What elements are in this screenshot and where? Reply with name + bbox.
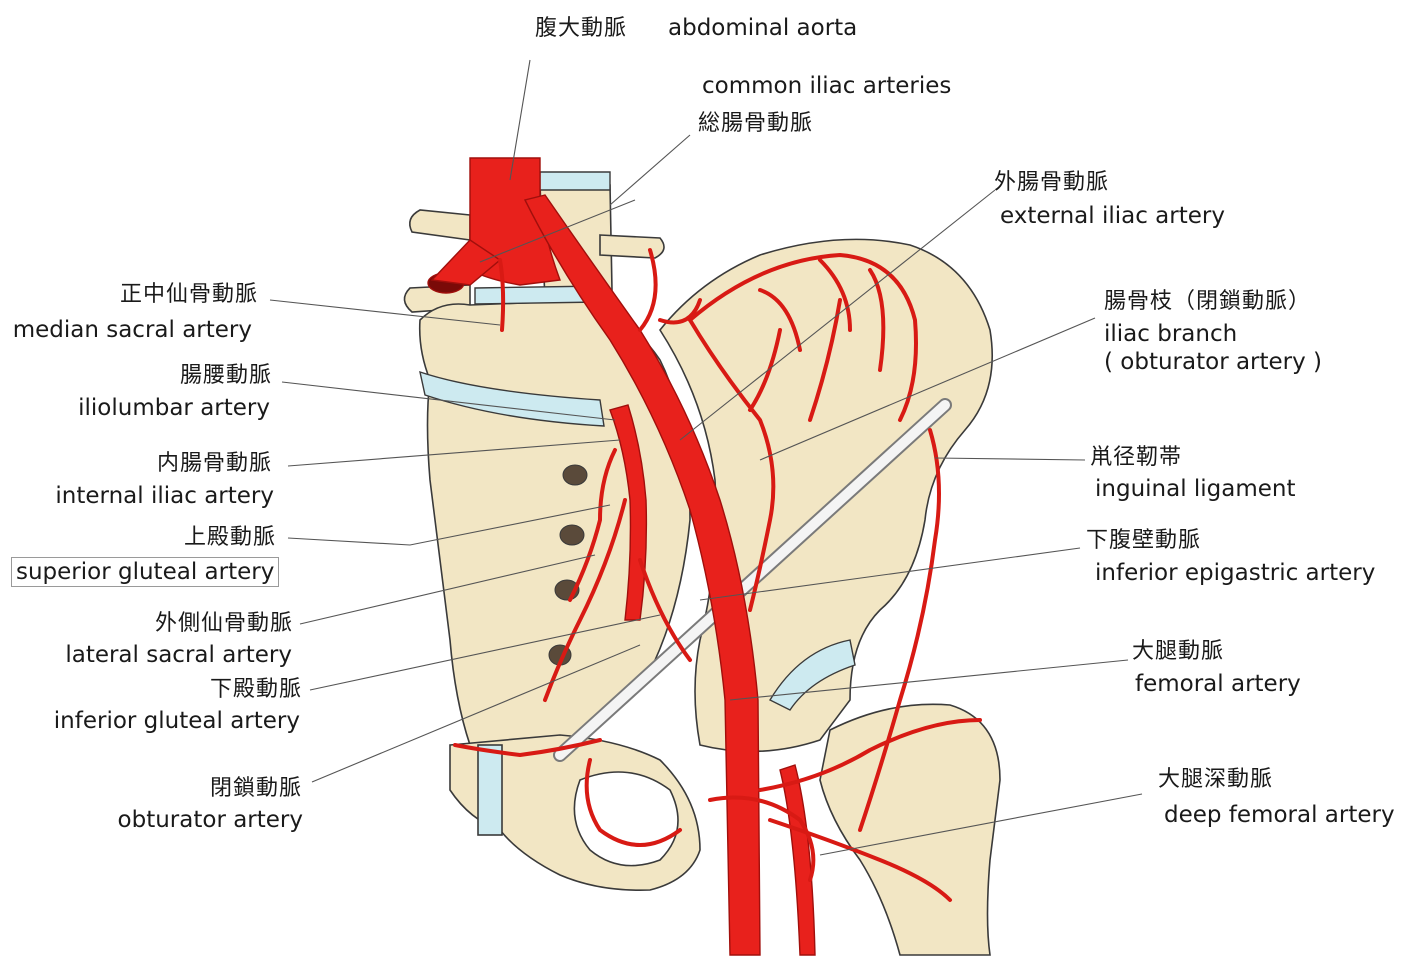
leader-lateral-sacral [299, 554, 596, 625]
leader-inguinal-ligament [934, 457, 1086, 461]
label-inguinal-ligament-en: inguinal ligament [1095, 476, 1296, 502]
deep-femoral-vessel [758, 718, 982, 902]
label-inferior-gluteal-en: inferior gluteal artery [53, 708, 300, 734]
leader-common-iliac-2 [479, 199, 636, 263]
label-external-iliac-jp: 外腸骨動脈 [994, 170, 1110, 195]
disc-layer [419, 171, 856, 711]
label-abdominal-aorta-en: abdominal aorta [668, 15, 858, 41]
leader-inferior-gluteal [309, 614, 661, 691]
iliolumbar-vessel [638, 248, 702, 332]
femoral-circumflex-vessel [708, 795, 816, 882]
label-superior-gluteal-jp: 上殿動脈 [183, 525, 276, 550]
leader-abdominal-aorta [509, 59, 531, 181]
lateral-sacral-vessel [543, 498, 627, 702]
label-inferior-gluteal-jp: 下殿動脈 [209, 677, 302, 702]
leader-deep-femoral [819, 793, 1143, 856]
leader-superior-gluteal [287, 504, 611, 546]
label-lateral-sacral-jp: 外側仙骨動脈 [154, 611, 293, 636]
leader-common-iliac [609, 134, 691, 206]
label-iliac-branch-en1: iliac branch [1104, 321, 1238, 347]
femoral-branch [779, 764, 816, 956]
inguinal-ligament-fill [555, 400, 950, 760]
lumbar-transverse-process-right [599, 234, 665, 259]
sacral-foramen-2 [559, 524, 585, 546]
lumbosacral-disc [419, 370, 605, 427]
lumbar-transverse-process-upper [409, 209, 471, 241]
label-abdominal-aorta-jp: 腹大動脈 [535, 16, 628, 41]
label-median-sacral-jp: 正中仙骨動脈 [119, 282, 258, 307]
internal-iliac-vessel [609, 404, 648, 621]
label-inferior-epigastric-en: inferior epigastric artery [1095, 560, 1376, 586]
label-femoral-jp: 大腿動脈 [1132, 639, 1225, 664]
label-obturator-en: obturator artery [117, 807, 303, 833]
inferior-epigastric-vessel [858, 428, 941, 832]
label-common-iliac-en: common iliac arteries [702, 73, 952, 99]
label-iliac-branch-jp: 腸骨枝（閉鎖動脈） [1104, 289, 1312, 314]
label-internal-iliac-jp: 内腸骨動脈 [156, 451, 272, 476]
leader-median-sacral [269, 299, 501, 326]
label-external-iliac-en: external iliac artery [1000, 203, 1225, 229]
inferior-gluteal-vessel [638, 558, 692, 662]
label-internal-iliac-en: internal iliac artery [55, 483, 274, 509]
superior-gluteal-vessel [568, 448, 617, 602]
leader-external-iliac [679, 189, 996, 441]
hip-joint-cartilage [769, 639, 856, 711]
leader-iliolumbar [281, 381, 616, 421]
label-inguinal-ligament-jp: 鼡径靭帯 [1090, 445, 1183, 470]
label-iliolumbar-en: iliolumbar artery [78, 395, 270, 421]
leader-internal-iliac [287, 439, 621, 467]
iliac-crest-branches [688, 253, 918, 422]
iliac-branch-lower [688, 318, 776, 612]
small-artery-branches [453, 248, 982, 902]
median-sacral-vessel [498, 258, 506, 332]
label-common-iliac-jp: 総腸骨動脈 [698, 111, 814, 136]
label-superior-gluteal-en: superior gluteal artery [11, 557, 280, 588]
label-iliac-branch-en2: ( obturator artery ) [1104, 349, 1323, 375]
leader-iliac-branch [759, 317, 1096, 461]
label-obturator-jp: 閉鎖動脈 [209, 776, 302, 801]
leader-lines [269, 59, 1143, 856]
obturator-vessel [453, 738, 682, 847]
leader-obturator [311, 644, 641, 783]
leader-femoral [729, 659, 1129, 701]
label-median-sacral-en: median sacral artery [12, 317, 252, 343]
pubic-symphysis [477, 744, 503, 836]
intervertebral-disc-upper [539, 171, 611, 191]
label-lateral-sacral-en: lateral sacral artery [65, 642, 292, 668]
sacral-foramen-1 [562, 464, 588, 486]
leader-inferior-epigastric [699, 547, 1081, 601]
label-inferior-epigastric-jp: 下腹壁動脈 [1086, 528, 1202, 553]
aorta-stub [430, 239, 502, 286]
label-deep-femoral-jp: 大腿深動脈 [1158, 767, 1274, 792]
label-femoral-en: femoral artery [1135, 671, 1301, 697]
label-deep-femoral-en: deep femoral artery [1164, 802, 1395, 828]
label-iliolumbar-jp: 腸腰動脈 [179, 363, 272, 388]
femur [819, 703, 1001, 956]
